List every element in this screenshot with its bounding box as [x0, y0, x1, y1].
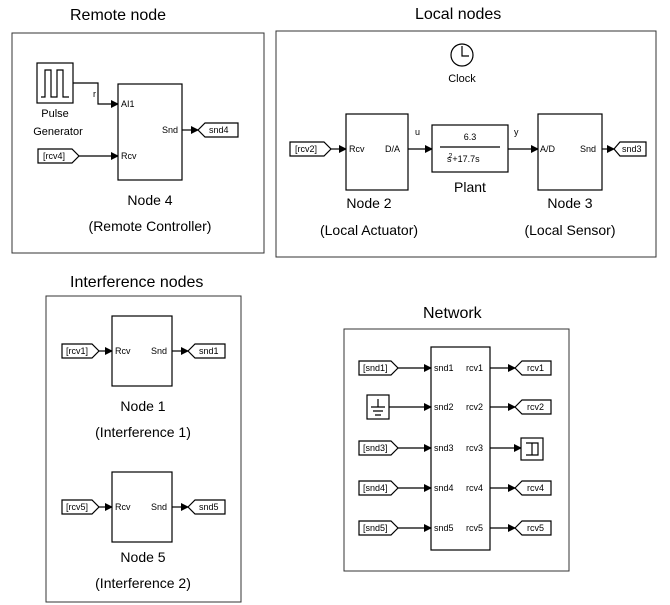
node1-port-snd: Snd — [151, 346, 167, 356]
node2-name: Node 2 — [346, 195, 391, 211]
pulse-wave-icon — [41, 69, 69, 98]
svg-text:rcv2: rcv2 — [527, 402, 544, 412]
svg-text:[snd3]: [snd3] — [363, 443, 388, 453]
svg-text:rcv4: rcv4 — [527, 483, 544, 493]
node2-role: (Local Actuator) — [320, 222, 418, 238]
node1-port-rcv: Rcv — [115, 346, 131, 356]
clock-block[interactable] — [450, 43, 474, 67]
clock-icon — [461, 46, 469, 57]
node2-port-da: D/A — [385, 144, 400, 154]
network-port-rcv1: rcv1 — [466, 363, 483, 373]
node4-port-snd: Snd — [162, 125, 178, 135]
svg-text:[snd5]: [snd5] — [363, 523, 388, 533]
node5-name: Node 5 — [120, 549, 165, 565]
goto-rcv4-tag[interactable]: rcv4 — [514, 480, 552, 496]
network-port-rcv4: rcv4 — [466, 483, 483, 493]
node3-port-ad: A/D — [540, 144, 556, 154]
node4-name: Node 4 — [127, 192, 172, 208]
svg-text:[rcv1]: [rcv1] — [66, 346, 88, 356]
goto-snd1-tag[interactable]: snd1 — [187, 343, 226, 359]
pulse-generator-label-2: Generator — [33, 126, 83, 138]
svg-text:snd5: snd5 — [199, 502, 219, 512]
goto-rcv5-tag[interactable]: rcv5 — [514, 520, 552, 536]
network-port-snd3: snd3 — [434, 443, 454, 453]
pulse-generator-block[interactable] — [36, 62, 74, 104]
from-rcv4-tag[interactable]: [rcv4] — [37, 148, 80, 164]
svg-text:[snd4]: [snd4] — [363, 483, 388, 493]
svg-text:snd4: snd4 — [209, 125, 229, 135]
signal-y-label: y — [514, 127, 519, 137]
remote-node-title: Remote node — [70, 7, 166, 24]
node3-port-snd: Snd — [580, 144, 596, 154]
plant-block[interactable] — [431, 124, 509, 173]
signal-u-label: u — [415, 127, 420, 137]
node4-role: (Remote Controller) — [89, 218, 212, 234]
goto-snd4-tag[interactable]: snd4 — [197, 122, 239, 138]
network-port-rcv2: rcv2 — [466, 402, 483, 412]
from-rcv5-tag[interactable]: [rcv5] — [61, 499, 100, 515]
node5-block[interactable] — [111, 471, 173, 543]
plant-label: Plant — [454, 179, 486, 195]
node4-port-ai1: AI1 — [121, 99, 135, 109]
network-port-rcv3: rcv3 — [466, 443, 483, 453]
network-port-snd4: snd4 — [434, 483, 454, 493]
from-rcv2-tag[interactable]: [rcv2] — [289, 141, 332, 157]
from-snd4-tag[interactable]: [snd4] — [358, 480, 399, 496]
signal-r-label: r — [93, 89, 96, 99]
terminator-icon — [526, 442, 539, 456]
node1-role: (Interference 1) — [95, 424, 191, 440]
node5-port-rcv: Rcv — [115, 502, 131, 512]
clock-label: Clock — [448, 73, 476, 85]
terminator-rcv3-block[interactable] — [520, 437, 544, 461]
node3-name: Node 3 — [547, 195, 592, 211]
from-snd5-tag[interactable]: [snd5] — [358, 520, 399, 536]
network-title: Network — [423, 305, 483, 322]
ground-snd2-block[interactable] — [366, 394, 390, 420]
pulse-generator-label: Pulse — [41, 108, 69, 120]
svg-text:[rcv5]: [rcv5] — [66, 502, 88, 512]
svg-text:rcv1: rcv1 — [527, 363, 544, 373]
network-port-snd2: snd2 — [434, 402, 454, 412]
goto-snd5-tag[interactable]: snd5 — [187, 499, 226, 515]
node1-name: Node 1 — [120, 398, 165, 414]
node5-port-snd: Snd — [151, 502, 167, 512]
node5-role: (Interference 2) — [95, 575, 191, 591]
svg-text:[snd1]: [snd1] — [363, 363, 388, 373]
svg-text:[rcv4]: [rcv4] — [43, 151, 65, 161]
svg-text:snd1: snd1 — [199, 346, 219, 356]
svg-text:rcv5: rcv5 — [527, 523, 544, 533]
from-snd1-tag[interactable]: [snd1] — [358, 360, 399, 376]
node4-block[interactable] — [117, 83, 183, 181]
signal-r-line — [73, 82, 119, 108]
local-nodes-title: Local nodes — [415, 6, 501, 23]
plant-numerator: 6.3 — [464, 132, 477, 142]
network-port-rcv5: rcv5 — [466, 523, 483, 533]
network-port-snd5: snd5 — [434, 523, 454, 533]
from-snd3-tag[interactable]: [snd3] — [358, 440, 399, 456]
plant-denominator: s2+17.7s — [447, 153, 480, 164]
node2-block[interactable] — [345, 113, 409, 191]
node3-block[interactable] — [537, 113, 603, 191]
from-rcv1-tag[interactable]: [rcv1] — [61, 343, 100, 359]
goto-rcv2-tag[interactable]: rcv2 — [514, 399, 552, 415]
goto-rcv1-tag[interactable]: rcv1 — [514, 360, 552, 376]
svg-text:[rcv2]: [rcv2] — [295, 144, 317, 154]
node3-role: (Local Sensor) — [524, 222, 615, 238]
ground-icon — [371, 399, 385, 416]
interference-nodes-title: Interference nodes — [70, 274, 203, 291]
goto-snd3-tag[interactable]: snd3 — [613, 141, 647, 157]
svg-text:snd3: snd3 — [622, 144, 642, 154]
network-port-snd1: snd1 — [434, 363, 454, 373]
node2-port-rcv: Rcv — [349, 144, 365, 154]
node4-port-rcv: Rcv — [121, 151, 137, 161]
